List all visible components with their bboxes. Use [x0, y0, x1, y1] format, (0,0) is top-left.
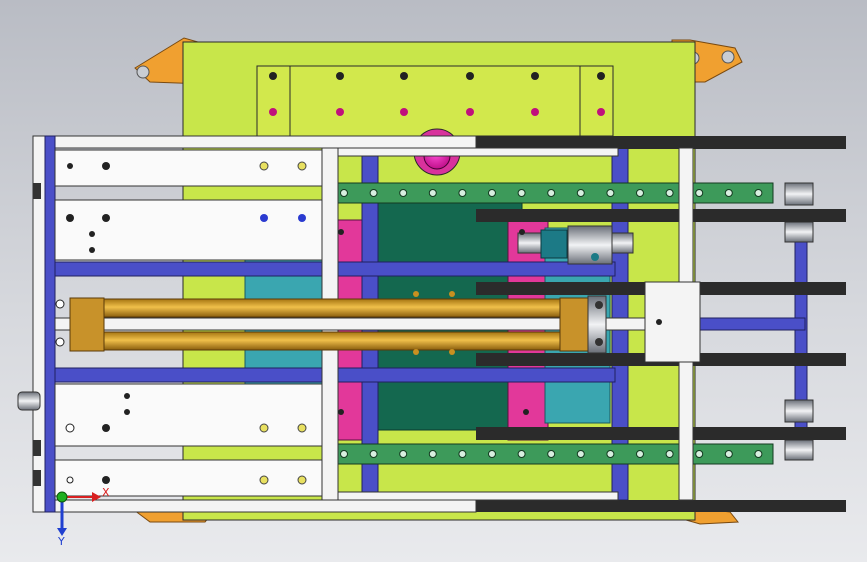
guide-bolt-hole	[695, 450, 704, 458]
aluminium-frame[interactable]	[32, 135, 701, 513]
coordinate-triad: X Y	[56, 486, 110, 548]
guide-bolt-hole	[576, 450, 585, 458]
guide-bolt-hole	[369, 450, 378, 458]
guide-bolt-hole	[606, 450, 615, 458]
guide-bolt-hole	[724, 450, 733, 458]
guide-bolt-hole	[754, 450, 763, 458]
left-end-stop[interactable]	[17, 391, 41, 411]
guide-bolt-hole	[547, 450, 556, 458]
panel-bolt-holes	[65, 161, 307, 485]
plate-bolt-holes	[269, 72, 605, 116]
guide-bolt-hole	[547, 189, 556, 197]
guide-bolt-hole	[754, 189, 763, 197]
y-axis-label: Y	[57, 535, 65, 548]
guide-bolt-hole	[458, 189, 467, 197]
guide-bolt-hole	[428, 189, 437, 197]
guide-bolt-hole	[695, 189, 704, 197]
guide-bolt-hole	[458, 450, 467, 458]
guide-bolt-hole	[340, 450, 348, 458]
left-mounting-panels[interactable]	[54, 149, 323, 497]
guide-bolt-hole	[665, 450, 674, 458]
guide-bolt-hole	[724, 189, 733, 197]
main-pneumatic-cylinder[interactable]	[55, 295, 607, 354]
guide-bolt-hole	[665, 189, 674, 197]
guide-bolt-hole	[488, 450, 496, 458]
guide-bolt-hole	[399, 450, 408, 458]
guide-bolt-hole	[399, 189, 408, 197]
guide-bolt-hole	[517, 450, 526, 458]
small-cylinder-assembly[interactable]	[517, 225, 634, 265]
guide-bolt-hole	[517, 189, 526, 197]
guide-bolt-hole	[636, 189, 644, 197]
guide-bolt-hole	[488, 189, 496, 197]
linear-guide-bottom[interactable]	[337, 443, 774, 465]
guide-bolt-hole	[428, 450, 437, 458]
pneumatic-fittings[interactable]	[784, 182, 814, 461]
guide-bolt-hole	[576, 189, 585, 197]
guide-bolt-hole	[606, 189, 615, 197]
x-axis-label: X	[102, 486, 110, 499]
z-axis-dot-icon	[56, 491, 68, 503]
frame-corner-connectors	[33, 183, 41, 486]
guide-bolt-hole	[340, 189, 348, 197]
guide-bolt-hole	[636, 450, 644, 458]
inner-mounting-plate[interactable]	[256, 65, 614, 137]
block-fasteners	[338, 229, 529, 415]
linear-guide-top[interactable]	[337, 182, 774, 204]
guide-bolt-hole	[369, 189, 378, 197]
